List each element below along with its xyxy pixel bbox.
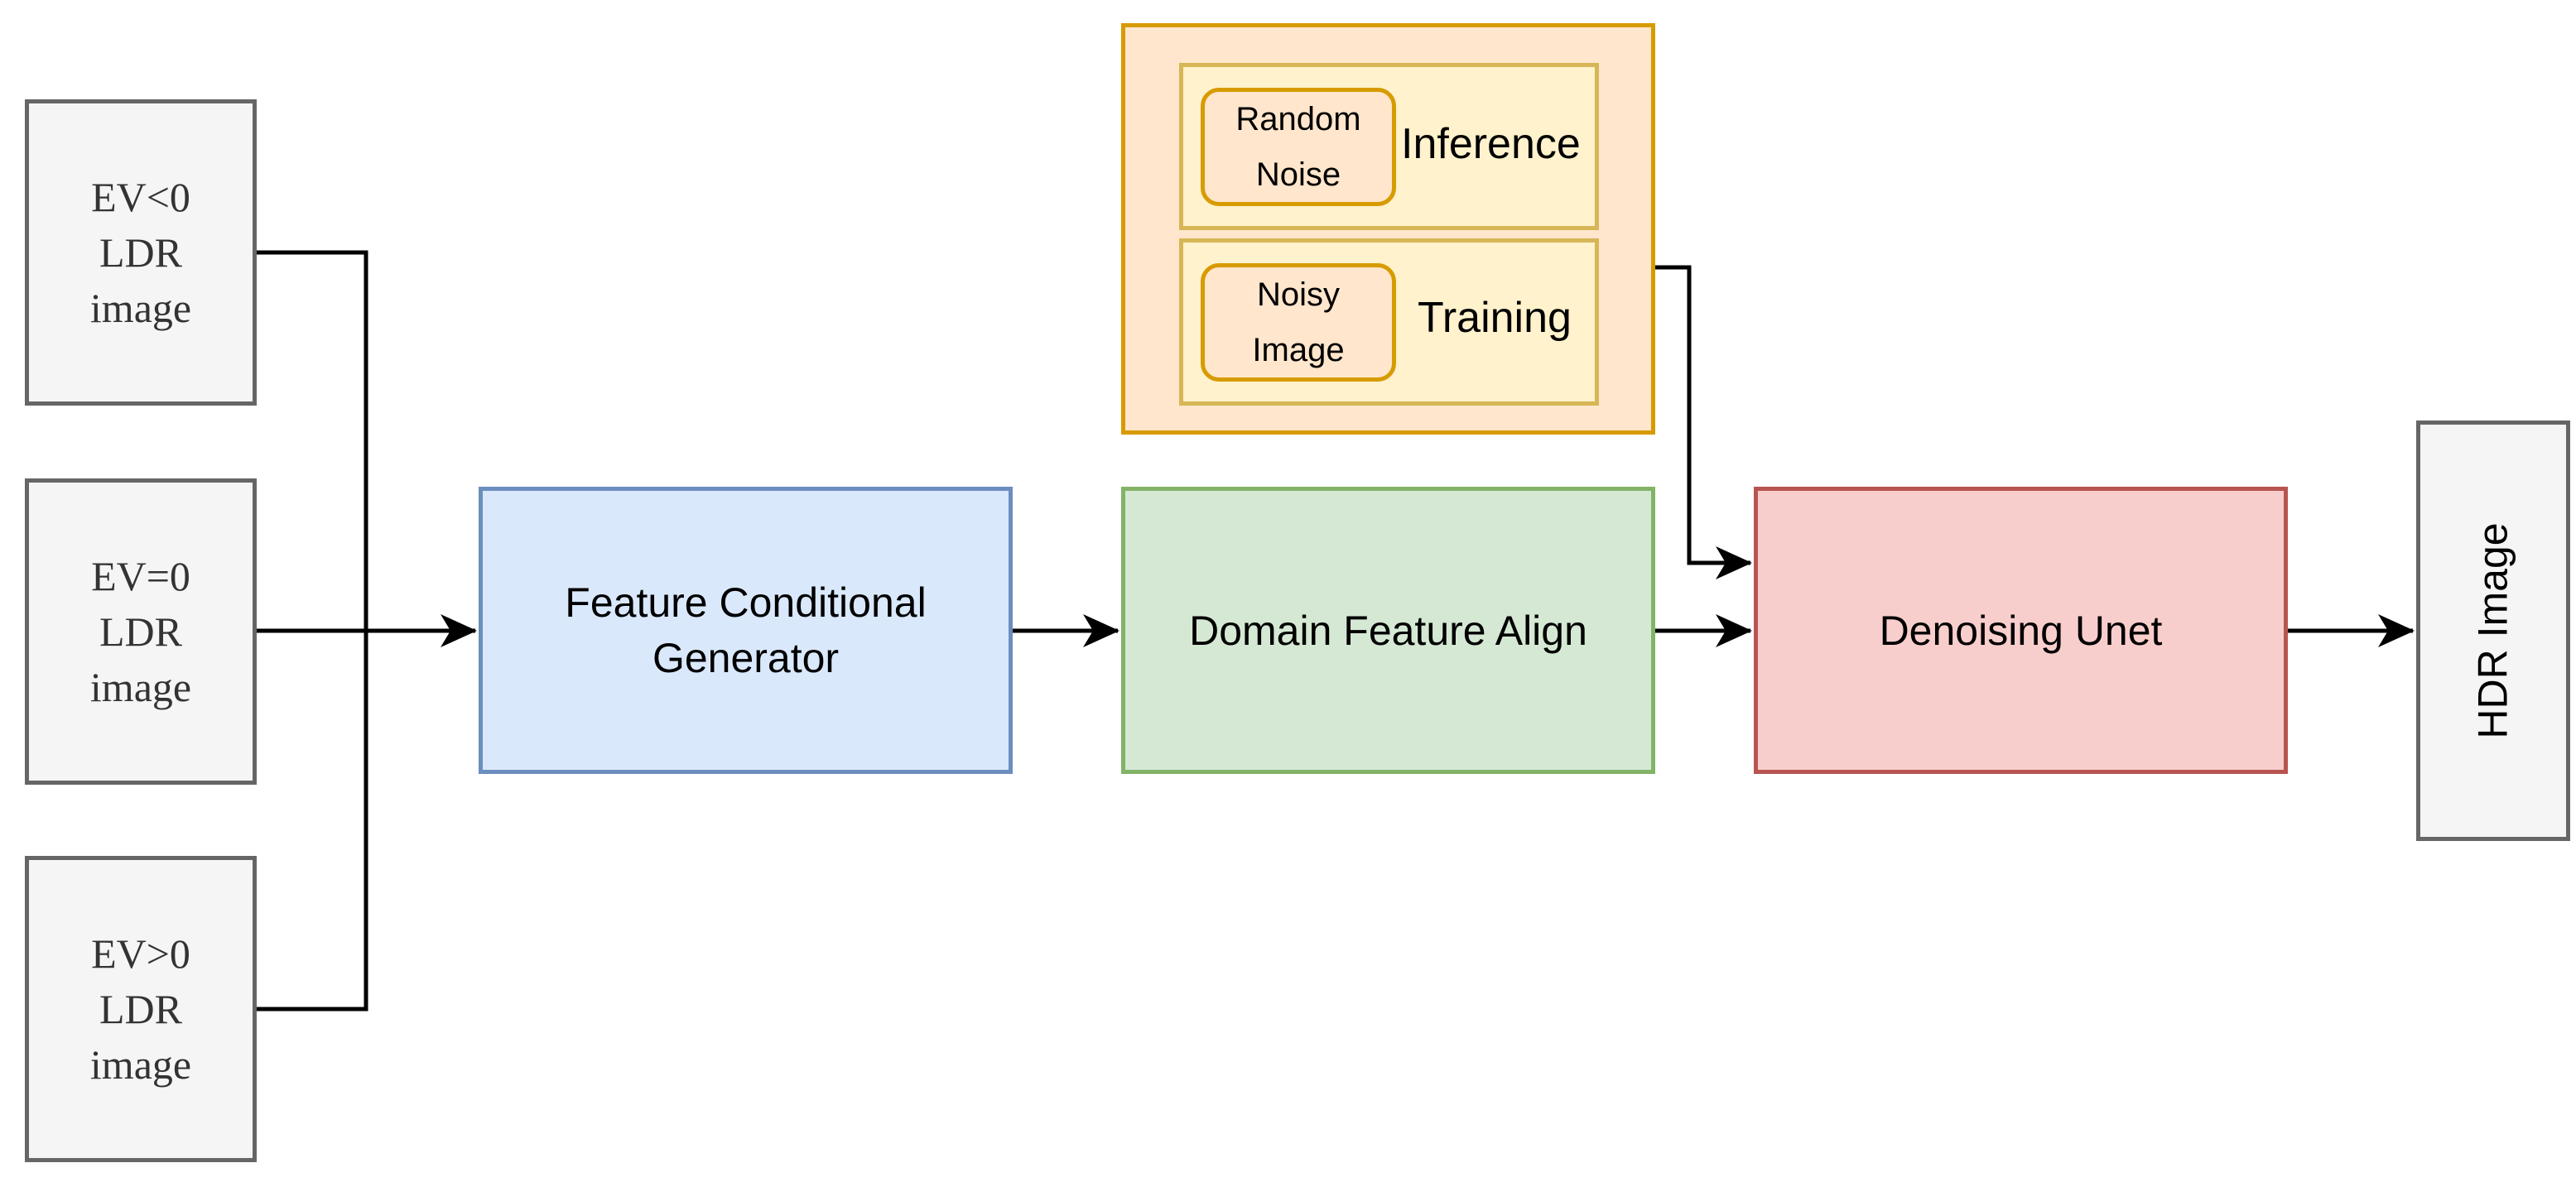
generator-label-line2: Generator [652, 634, 840, 681]
input-ev-negative-line1: EV<0 [91, 173, 190, 220]
input-ev-zero-line3: image [89, 663, 192, 710]
input-ev-negative-line3: image [89, 284, 192, 331]
feature-conditional-generator-node: Feature Conditional Generator [479, 487, 1013, 774]
input-ev-zero-line2: LDR [99, 608, 182, 655]
edge-ev-negative-to-bus [257, 250, 368, 631]
align-label: Domain Feature Align [1189, 607, 1587, 654]
generator-label-line1: Feature Conditional [565, 579, 927, 626]
input-ev-zero-line1: EV=0 [91, 552, 190, 599]
unet-label: Denoising Unet [1879, 607, 2163, 654]
random-noise-line2: Noise [1255, 156, 1341, 193]
noisy-image-line2: Image [1252, 331, 1345, 368]
random-noise-line1: Random [1235, 100, 1361, 137]
input-ev-negative-line2: LDR [99, 228, 182, 276]
input-ev-positive-line3: image [89, 1040, 192, 1088]
input-ev-positive: EV>0 LDR image [25, 856, 257, 1162]
domain-feature-align-node: Domain Feature Align [1121, 487, 1655, 774]
training-label: Training [1418, 294, 1572, 342]
input-ev-zero: EV=0 LDR image [25, 478, 257, 785]
random-noise-chip: Random Noise [1201, 88, 1396, 206]
input-ev-negative: EV<0 LDR image [25, 99, 257, 406]
hdr-image-output-node: HDR Image [2416, 420, 2570, 841]
noisy-image-line1: Noisy [1256, 276, 1341, 313]
noisy-image-chip: Noisy Image [1201, 263, 1396, 382]
edge-noise-to-unet [1655, 265, 1752, 579]
input-ev-positive-line2: LDR [99, 985, 182, 1032]
inference-label: Inference [1401, 120, 1581, 168]
denoising-unet-node: Denoising Unet [1754, 487, 2288, 774]
edge-ev-positive-to-bus [257, 631, 368, 1012]
input-ev-positive-line1: EV>0 [91, 930, 190, 977]
